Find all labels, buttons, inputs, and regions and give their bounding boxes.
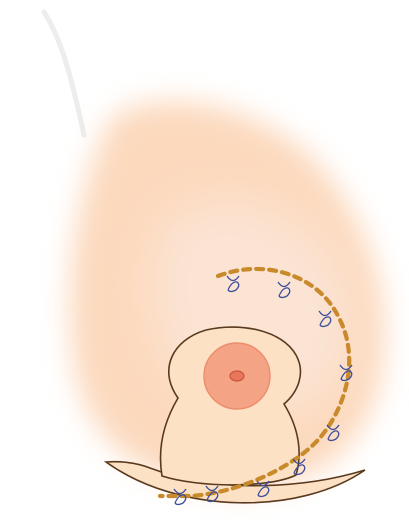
skin-contour-line xyxy=(44,12,84,135)
nipple xyxy=(230,371,244,381)
